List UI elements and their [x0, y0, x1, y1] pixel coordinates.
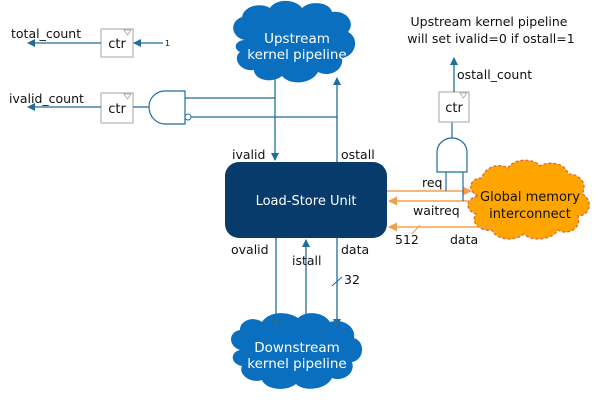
memory-label-line1: Global memory — [480, 190, 580, 205]
ostall-count-counter: ctr ostall_count — [436, 57, 532, 201]
waitreq-label: waitreq — [413, 203, 460, 218]
ovalid-label: ovalid — [231, 242, 269, 257]
downstream-label-line2: kernel pipeline — [247, 356, 346, 372]
data-mem-width-slash — [411, 224, 421, 235]
pipeline-note: Upstream kernel pipeline will set ivalid… — [407, 14, 574, 46]
ivalid-ctr-box — [100, 92, 134, 124]
ostall-and-gate-shape — [436, 137, 468, 173]
downstream-pipeline-cloud: Downstream kernel pipeline — [231, 313, 363, 389]
inverter-bubble — [184, 113, 192, 121]
ostall-ctr-label: ctr — [445, 101, 463, 116]
lsu-memory-signals: req waitreq 512 data — [387, 175, 493, 247]
upstream-label-line1: Upstream — [264, 31, 330, 47]
lsu-downstream-signals: ovalid istall data 32 — [231, 238, 369, 327]
global-memory-interconnect: Global memory interconnect — [467, 159, 590, 240]
data-down-label: data — [341, 242, 369, 257]
total-ctr-clock-icon — [123, 29, 132, 36]
data-down-width-slash — [331, 276, 343, 287]
ivalid-count-counter: ctr ivalid_count — [9, 91, 150, 124]
downstream-label-line1: Downstream — [254, 340, 340, 356]
istall-label: istall — [292, 253, 322, 268]
data-mem-width-label: 512 — [395, 232, 419, 247]
data-down-width-label: 32 — [344, 272, 360, 287]
upstream-lsu-signals: ivalid ostall — [232, 77, 375, 162]
upstream-pipeline-cloud: Upstream kernel pipeline — [233, 0, 356, 83]
data-mem-label: data — [450, 232, 478, 247]
ivalid-and-gate — [148, 90, 337, 125]
lsu-box — [225, 162, 387, 238]
downstream-cloud-shape — [231, 313, 363, 389]
total-count-input-label: 1 — [165, 39, 170, 48]
ivalid-label: ivalid — [232, 147, 265, 162]
ostall-ctr-clock-icon — [459, 92, 468, 99]
total-count-label: total_count — [11, 26, 81, 41]
memory-cloud-shape — [467, 159, 590, 240]
lsu-label: Load-Store Unit — [256, 194, 357, 209]
ostall-count-label: ostall_count — [457, 67, 532, 82]
ivalid-ctr-clock-icon — [123, 93, 132, 100]
upstream-label-line2: kernel pipeline — [247, 47, 346, 63]
load-store-unit: Load-Store Unit — [225, 162, 387, 238]
total-ctr-label: ctr — [108, 37, 126, 52]
note-line2: will set ivalid=0 if ostall=1 — [407, 31, 574, 46]
upstream-cloud-shape — [233, 0, 356, 83]
req-label: req — [422, 175, 443, 190]
ivalid-ctr-label: ctr — [108, 102, 126, 117]
memory-label-line2: interconnect — [489, 207, 571, 222]
ivalid-count-label: ivalid_count — [9, 91, 84, 106]
ostall-label: ostall — [341, 147, 375, 162]
total-count-counter: ctr total_count 1 — [11, 26, 170, 58]
and-gate-shape — [148, 90, 186, 125]
note-line1: Upstream kernel pipeline — [411, 14, 568, 29]
